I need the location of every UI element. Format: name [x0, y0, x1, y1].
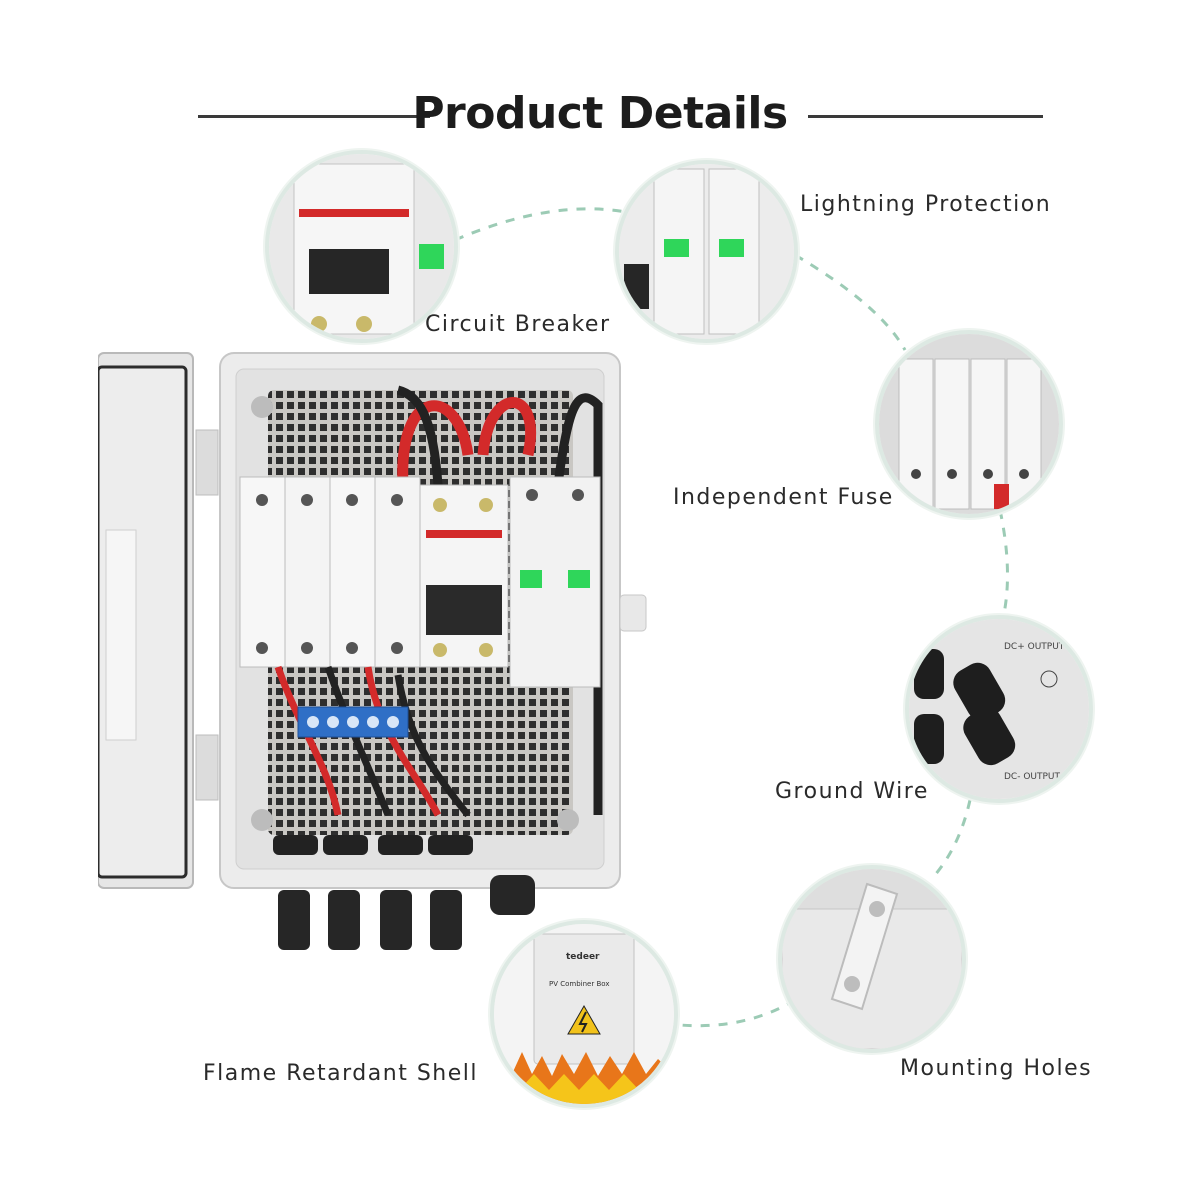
ground-wire-zoom: DC+ OUTPUT DC- OUTPUT: [905, 615, 1093, 803]
circuit-breaker-zoom: [265, 150, 458, 343]
circuit-breaker: [419, 484, 509, 668]
label-independent-fuse: Independent Fuse: [673, 485, 894, 510]
label-mounting-holes: Mounting Holes: [900, 1056, 1093, 1081]
combiner-box-illustration: [98, 352, 647, 950]
surge-protector: [509, 476, 601, 688]
dc-output-top-text: DC+ OUTPUT: [1004, 642, 1065, 652]
cable-connectors: [273, 835, 535, 950]
flame-retardant-shell-zoom: tedeer PV Combiner Box: [490, 920, 678, 1108]
open-door: [98, 352, 219, 889]
title-rule-right: [808, 115, 1043, 118]
title-rule-left: [198, 115, 430, 118]
mounting-holes-zoom: [778, 865, 966, 1053]
box-caption-text: PV Combiner Box: [549, 980, 609, 988]
dc-output-bottom-text: DC- OUTPUT: [1004, 772, 1061, 782]
label-ground-wire: Ground Wire: [775, 779, 929, 804]
page-title: Product Details: [412, 88, 788, 139]
label-flame-retardant-shell: Flame Retardant Shell: [203, 1061, 478, 1086]
label-circuit-breaker: Circuit Breaker: [425, 312, 611, 337]
lightning-protection-zoom: [615, 160, 798, 343]
label-lightning-protection: Lightning Protection: [800, 192, 1052, 217]
independent-fuse-zoom: [875, 330, 1063, 518]
brand-text: tedeer: [566, 952, 600, 962]
fuse-holders: [239, 476, 421, 668]
